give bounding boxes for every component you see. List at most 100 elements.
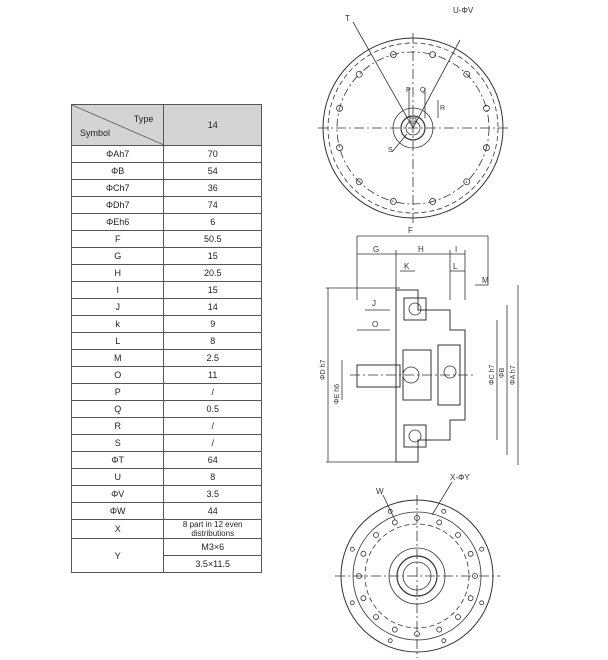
row-value: 15: [163, 247, 262, 265]
row-symbol: X: [70, 519, 165, 539]
label-r: R: [440, 105, 445, 112]
row-symbol: Q: [70, 400, 165, 418]
bolt-hole: [463, 178, 471, 186]
bolt-hole: [387, 638, 393, 644]
label-xy: X-ΦY: [450, 473, 470, 482]
row-symbol: J: [70, 298, 165, 316]
top-view: T U-ΦV P Q R S: [318, 6, 508, 223]
bolt-hole: [441, 508, 447, 514]
bolt-hole: [429, 198, 437, 205]
bolt-hole: [467, 550, 474, 557]
bolt-hole: [436, 519, 443, 526]
label-h: H: [418, 245, 424, 254]
row-symbol: ΦB: [70, 162, 165, 180]
table-row: P/: [70, 383, 262, 401]
row-value: 15: [163, 281, 262, 299]
row-value: 20.5: [163, 264, 262, 282]
bolt-hole: [336, 104, 343, 112]
header-diagonal: [72, 105, 164, 145]
row-value: 2.5: [163, 349, 262, 367]
bolt-hole: [441, 638, 447, 644]
bolt-hole: [479, 546, 485, 552]
bolt-hole: [479, 600, 485, 606]
bolt-hole: [349, 546, 355, 552]
row-symbol: k: [70, 315, 165, 333]
row-symbol: ΦCh7: [70, 179, 165, 197]
row-value: 74: [163, 196, 262, 214]
bolt-hole: [336, 144, 343, 152]
label-ah7: ΦA h7: [510, 365, 517, 385]
label-s: S: [388, 147, 393, 154]
row-symbol: O: [70, 366, 165, 384]
row-symbol: M: [70, 349, 165, 367]
bolt-hole: [483, 104, 490, 112]
row-value: /: [163, 434, 262, 452]
label-i: I: [455, 245, 457, 254]
row-symbol: ΦW: [70, 502, 165, 520]
bolt-hole: [389, 198, 397, 205]
technical-drawings: T U-ΦV P Q R S: [318, 6, 519, 658]
header-type-label: Type: [133, 114, 154, 124]
label-t: T: [345, 14, 350, 23]
row-symbol: ΦV: [70, 485, 165, 503]
bolt-hole: [373, 532, 379, 538]
row-value: 50.5: [163, 230, 262, 248]
table-row: S/: [70, 434, 262, 452]
label-q: Q: [420, 87, 426, 94]
label-l: L: [453, 262, 458, 271]
label-j: J: [372, 299, 376, 308]
row-value: M3×6: [163, 538, 262, 556]
row-symbol: F: [70, 230, 165, 248]
bolt-hole: [360, 550, 367, 557]
table-header-row: Type Symbol 14: [70, 104, 262, 146]
table-row-y2: 3.5×11.5: [72, 555, 262, 573]
bolt-hole: [349, 600, 355, 606]
row-value: 8: [163, 332, 262, 350]
bolt-hole: [414, 515, 420, 521]
bolt-hole: [355, 70, 363, 78]
bolt-hole: [389, 51, 397, 58]
row-value: 6: [163, 213, 262, 231]
bolt-hole: [391, 519, 398, 526]
label-o: O: [372, 320, 378, 329]
row-symbol: S: [70, 434, 165, 452]
bolt-hole: [463, 70, 471, 78]
row-value: 9: [163, 315, 262, 333]
label-g: G: [373, 245, 379, 254]
bolt-hole: [391, 626, 398, 633]
bolt-hole: [483, 144, 490, 152]
row-value: /: [163, 383, 262, 401]
bolt-hole: [472, 573, 478, 579]
table-row-y: Y M3×6: [70, 538, 262, 573]
label-f: F: [408, 226, 413, 235]
side-view: F G H I K L M J O ΦD h7 ΦE h6 ΦC h7 ΦB Φ…: [320, 226, 519, 465]
row-symbol: ΦEh6: [70, 213, 165, 231]
row-value: 8 part in 12 even distributions: [163, 519, 262, 539]
row-symbol: ΦT: [70, 451, 165, 469]
label-w: W: [376, 487, 384, 496]
row-value: 36: [163, 179, 262, 197]
label-k: K: [404, 262, 410, 271]
bolt-hole: [356, 573, 362, 579]
label-b: ΦB: [499, 367, 506, 378]
row-value: /: [163, 417, 262, 435]
bolt-hole: [373, 614, 379, 620]
row-value: 3.5×11.5: [163, 555, 262, 573]
